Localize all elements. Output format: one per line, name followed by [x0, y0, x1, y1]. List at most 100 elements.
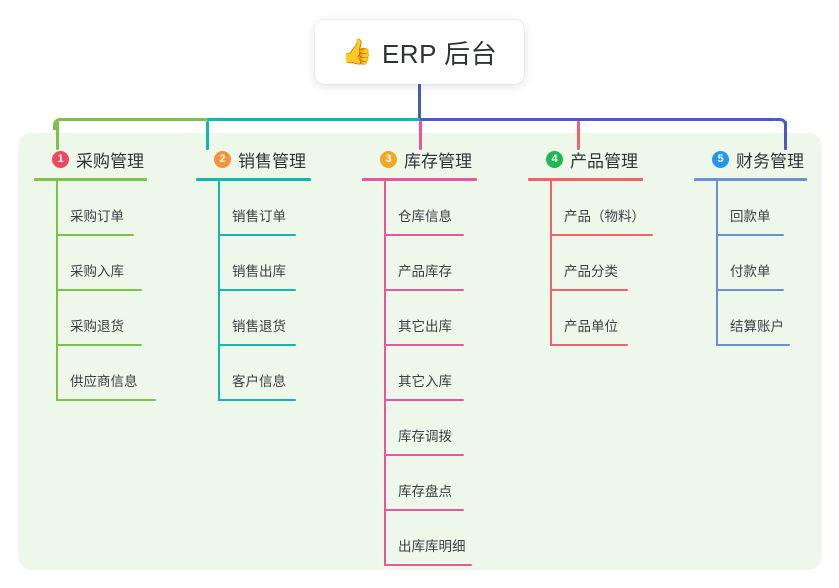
branch-item-label: 付款单: [730, 264, 771, 279]
branch-item-rule: [384, 509, 464, 511]
bus-left-corner: [53, 118, 65, 130]
drop-connector-product: [577, 121, 580, 150]
branch-item-label: 销售出库: [232, 264, 286, 279]
branch-item-label: 采购订单: [70, 209, 124, 224]
branch-item[interactable]: 产品库存: [362, 236, 477, 291]
branch-item-label: 出库库明细: [398, 539, 466, 554]
branch-item-label: 采购入库: [70, 264, 124, 279]
branch-header-rule: [528, 178, 643, 181]
branch-item[interactable]: 库存调拨: [362, 401, 477, 456]
thumbs-up-icon: 👍: [341, 37, 373, 66]
branch-item[interactable]: 产品（物料）: [528, 181, 653, 236]
branch-item-rule: [384, 289, 464, 291]
branch-item[interactable]: 付款单: [694, 236, 807, 291]
branch-item-rule: [218, 399, 296, 401]
branch-item[interactable]: 销售订单: [196, 181, 311, 236]
branch-item[interactable]: 采购订单: [34, 181, 147, 236]
branch-item[interactable]: 产品单位: [528, 291, 643, 346]
branch-header-rule: [34, 178, 147, 181]
branch-item-rule: [716, 234, 784, 236]
branch-header-product[interactable]: 4 产品管理: [528, 145, 643, 173]
branch-title: 产品管理: [570, 151, 638, 171]
branch-item[interactable]: 仓库信息: [362, 181, 477, 236]
branch-column-sales[interactable]: 2 销售管理销售订单销售出库销售退货客户信息: [196, 145, 311, 401]
bus-segment-purchasing: [62, 118, 207, 121]
branch-column-product[interactable]: 4 产品管理产品（物料） 产品分类产品单位: [528, 145, 653, 346]
branch-item-rule: [550, 289, 628, 291]
branch-items-sales: 销售订单销售出库销售退货客户信息: [196, 181, 311, 401]
branch-item[interactable]: 客户信息: [196, 346, 311, 401]
branch-item-label: 供应商信息: [70, 374, 138, 389]
branch-header-purchasing[interactable]: 1 采购管理: [34, 145, 147, 173]
branch-item-label: 产品分类: [564, 264, 618, 279]
branch-item[interactable]: 其它入库: [362, 346, 477, 401]
branch-items-product: 产品（物料） 产品分类产品单位: [528, 181, 653, 346]
branch-item-label: 产品单位: [564, 319, 618, 334]
root-stem-connector: [418, 72, 421, 121]
root-node[interactable]: 👍 ERP 后台: [315, 20, 524, 84]
branch-spine: [550, 181, 552, 346]
branch-item-rule: [550, 234, 653, 236]
branch-title: 财务管理: [736, 151, 804, 171]
branch-item-rule: [56, 234, 134, 236]
branch-header-rule: [694, 178, 807, 181]
branch-item[interactable]: 出库库明细: [362, 511, 477, 566]
branch-item-label: 回款单: [730, 209, 771, 224]
branch-item-rule: [56, 289, 142, 291]
branch-item-label: 产品库存: [398, 264, 452, 279]
branch-items-purchasing: 采购订单采购入库采购退货供应商信息: [34, 181, 156, 401]
branch-item-rule: [218, 289, 296, 291]
branch-item-rule: [384, 564, 472, 566]
bus-segment-inventory-to-finance: [420, 118, 775, 121]
drop-connector-inventory: [419, 121, 422, 150]
branch-column-finance[interactable]: 5 财务管理回款单付款单结算账户: [694, 145, 807, 346]
drop-connector-sales: [206, 121, 209, 150]
branch-item[interactable]: 销售退货: [196, 291, 311, 346]
branch-item-label: 结算账户: [730, 319, 784, 334]
drop-connector-finance: [784, 121, 787, 150]
branch-item-rule: [384, 399, 464, 401]
branch-items-finance: 回款单付款单结算账户: [694, 181, 807, 346]
branch-item-label: 销售退货: [232, 319, 286, 334]
branch-item[interactable]: 采购退货: [34, 291, 147, 346]
branch-items-inventory: 仓库信息产品库存其它出库其它入库库存调拨库存盘点出库库明细: [362, 181, 477, 566]
branch-spine: [716, 181, 718, 346]
branch-item-rule: [218, 234, 296, 236]
branch-item[interactable]: 采购入库: [34, 236, 147, 291]
branch-item-rule: [56, 399, 156, 401]
branch-column-purchasing[interactable]: 1 采购管理采购订单采购入库采购退货供应商信息: [34, 145, 156, 401]
branch-title: 销售管理: [238, 151, 306, 171]
branch-index-badge: 2: [214, 150, 231, 168]
branch-spine: [384, 181, 386, 566]
branch-title: 采购管理: [76, 151, 144, 171]
branch-item-label: 客户信息: [232, 374, 286, 389]
branch-header-rule: [362, 178, 477, 181]
branch-item-label: 采购退货: [70, 319, 124, 334]
branch-item[interactable]: 销售出库: [196, 236, 311, 291]
branch-item-label: 其它入库: [398, 374, 452, 389]
branch-item[interactable]: 供应商信息: [34, 346, 156, 401]
branch-item[interactable]: 结算账户: [694, 291, 807, 346]
branch-item-label: 库存调拨: [398, 429, 452, 444]
branch-item-label: 库存盘点: [398, 484, 452, 499]
branch-item[interactable]: 其它出库: [362, 291, 477, 346]
branch-item[interactable]: 产品分类: [528, 236, 643, 291]
branch-item-label: 销售订单: [232, 209, 286, 224]
branch-title: 库存管理: [404, 151, 472, 171]
branch-item-label: 其它出库: [398, 319, 452, 334]
branch-item-rule: [56, 344, 142, 346]
branch-spine: [56, 181, 58, 401]
branch-index-badge: 1: [52, 150, 69, 168]
branch-header-sales[interactable]: 2 销售管理: [196, 145, 311, 173]
branch-header-finance[interactable]: 5 财务管理: [694, 145, 807, 173]
branch-header-rule: [196, 178, 311, 181]
branch-index-badge: 4: [546, 150, 563, 168]
branch-index-badge: 5: [712, 150, 729, 168]
branch-item[interactable]: 库存盘点: [362, 456, 477, 511]
branches-background-panel: [18, 133, 822, 570]
bus-segment-sales: [207, 118, 420, 121]
branch-item[interactable]: 回款单: [694, 181, 807, 236]
